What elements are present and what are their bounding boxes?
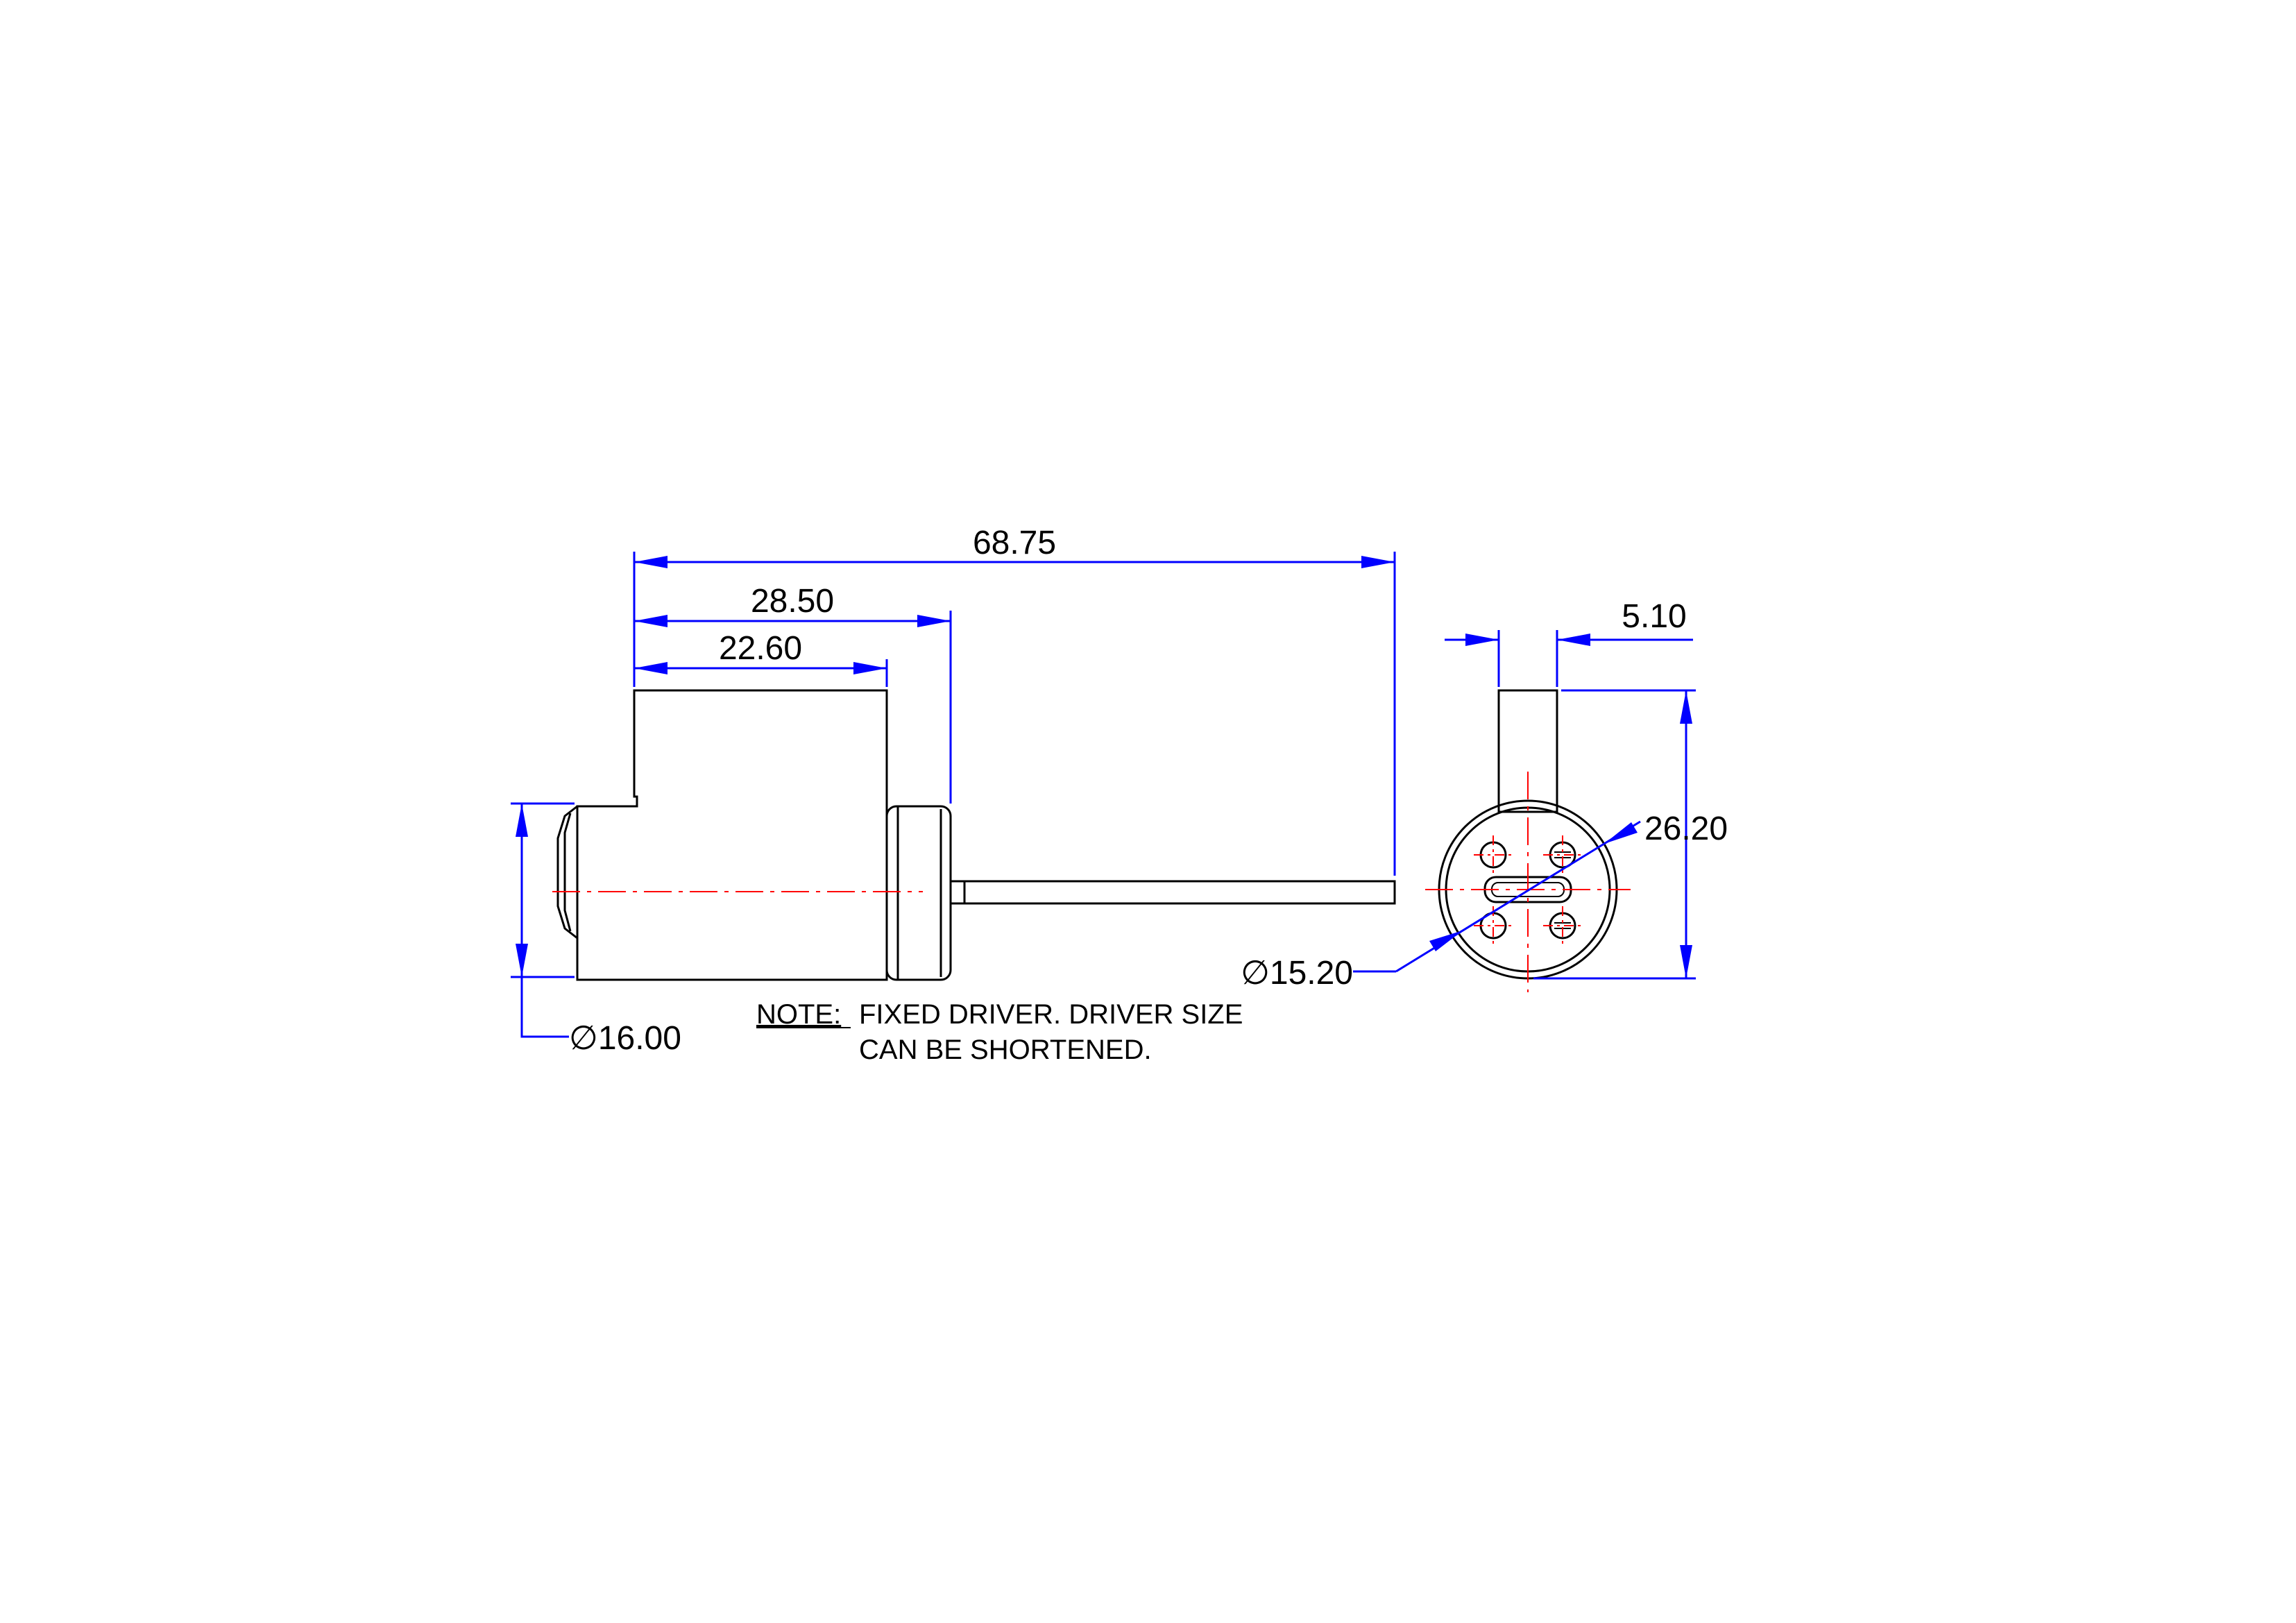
arrow-right — [917, 615, 951, 627]
leader-face-diameter — [520, 977, 569, 1038]
arrow-down — [516, 944, 528, 977]
arrow-diagonal — [1429, 931, 1463, 951]
arrow-right — [1361, 556, 1395, 568]
fixed-driver — [949, 880, 1396, 905]
note-line-2: CAN BE SHORTENED. — [859, 1035, 1152, 1065]
end-view-dimensions: 5.10 26.20 ∅15.20 — [1241, 598, 1728, 992]
arrow-left — [634, 556, 667, 568]
arrow-diagonal — [1604, 822, 1638, 844]
dim-body-length: 22.60 — [719, 630, 802, 667]
arrow-up — [1680, 690, 1692, 724]
dim-face-diameter: ∅16.00 — [569, 1020, 681, 1057]
note-block: NOTE: FIXED DRIVER. DRIVER SIZE CAN BE S… — [756, 999, 1243, 1065]
side-view-dimensions: 68.75 28.50 22.60 ∅16.00 — [511, 525, 1396, 1057]
dim-overall-height: 26.20 — [1644, 810, 1728, 847]
arrow-up — [516, 804, 528, 837]
front-cap — [556, 805, 578, 940]
dim-tailpiece-width: 5.10 — [1622, 598, 1686, 635]
side-view — [552, 689, 1396, 981]
tailpiece-tab — [1497, 689, 1558, 812]
arrow-right — [1465, 634, 1499, 646]
front-cap-inner — [563, 813, 572, 932]
dim-body-to-flange: 28.50 — [751, 583, 834, 620]
dim-plug-diameter: ∅15.20 — [1241, 955, 1353, 992]
arrow-left — [634, 615, 667, 627]
cylinder-body — [576, 689, 888, 981]
tab-join — [1497, 804, 1558, 813]
arrow-left — [634, 662, 667, 674]
arrow-left — [1557, 634, 1590, 646]
end-view — [1425, 689, 1631, 992]
arrow-right — [853, 662, 887, 674]
dim-overall-length: 68.75 — [973, 525, 1056, 561]
note-line-1: FIXED DRIVER. DRIVER SIZE — [859, 999, 1243, 1030]
arrow-down — [1680, 945, 1692, 978]
note-label: NOTE: — [756, 999, 841, 1030]
